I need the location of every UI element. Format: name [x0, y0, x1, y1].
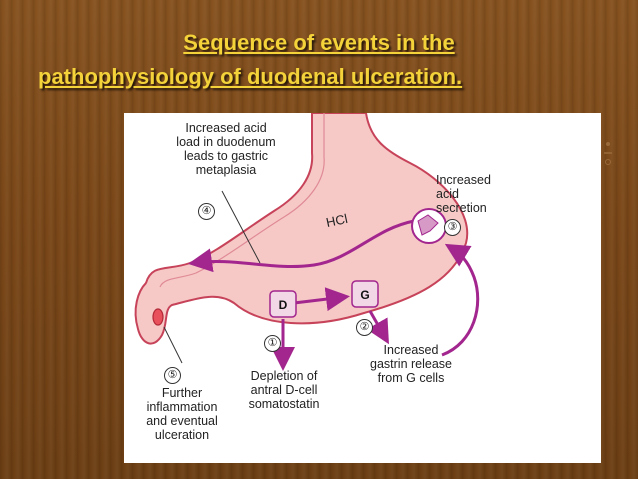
hcl-arrow: [188, 219, 415, 273]
slide-title-line2: pathophysiology of duodenal ulceration.: [38, 64, 463, 89]
step5-number: ⑤: [164, 367, 181, 384]
stomach-diagram: [134, 113, 480, 371]
step3-number: ③: [444, 219, 461, 236]
step4-label: Increased acid load in duodenum leads to…: [176, 121, 276, 177]
step1-number: ①: [264, 335, 281, 352]
slide-title: Sequence of events in the pathophysiolog…: [0, 26, 638, 94]
stomach-shape: [144, 113, 469, 325]
step1-label: Depletion of antral D-cell somatostatin: [248, 369, 320, 411]
decorative-marks: [604, 142, 612, 165]
ulcer-icon: [152, 308, 164, 326]
slide-title-line1: Sequence of events in the: [183, 30, 455, 55]
parietal-cell-detail: [417, 214, 439, 236]
gastrin-feedback-arrow: [441, 243, 480, 357]
step5-label: Further inflammation and eventual ulcera…: [146, 386, 218, 442]
d-to-g-arrow: [293, 287, 350, 312]
step4-leader: [221, 190, 261, 264]
diagram-figure: D G HCl Increased acid load in duodenum …: [124, 113, 601, 463]
g-down-arrow: [366, 310, 389, 345]
step2-number: ②: [356, 319, 373, 336]
step3-label: Increased acid secretion: [436, 173, 491, 215]
stomach-lining: [159, 113, 325, 288]
step5-leader: [163, 326, 183, 364]
step4-number: ④: [198, 203, 215, 220]
g-cell-label: G: [360, 288, 370, 302]
d-cell-box: [269, 290, 297, 318]
step2-label: Increased gastrin release from G cells: [370, 343, 452, 385]
g-cell-box: [351, 280, 379, 308]
d-cell-label: D: [278, 298, 288, 312]
